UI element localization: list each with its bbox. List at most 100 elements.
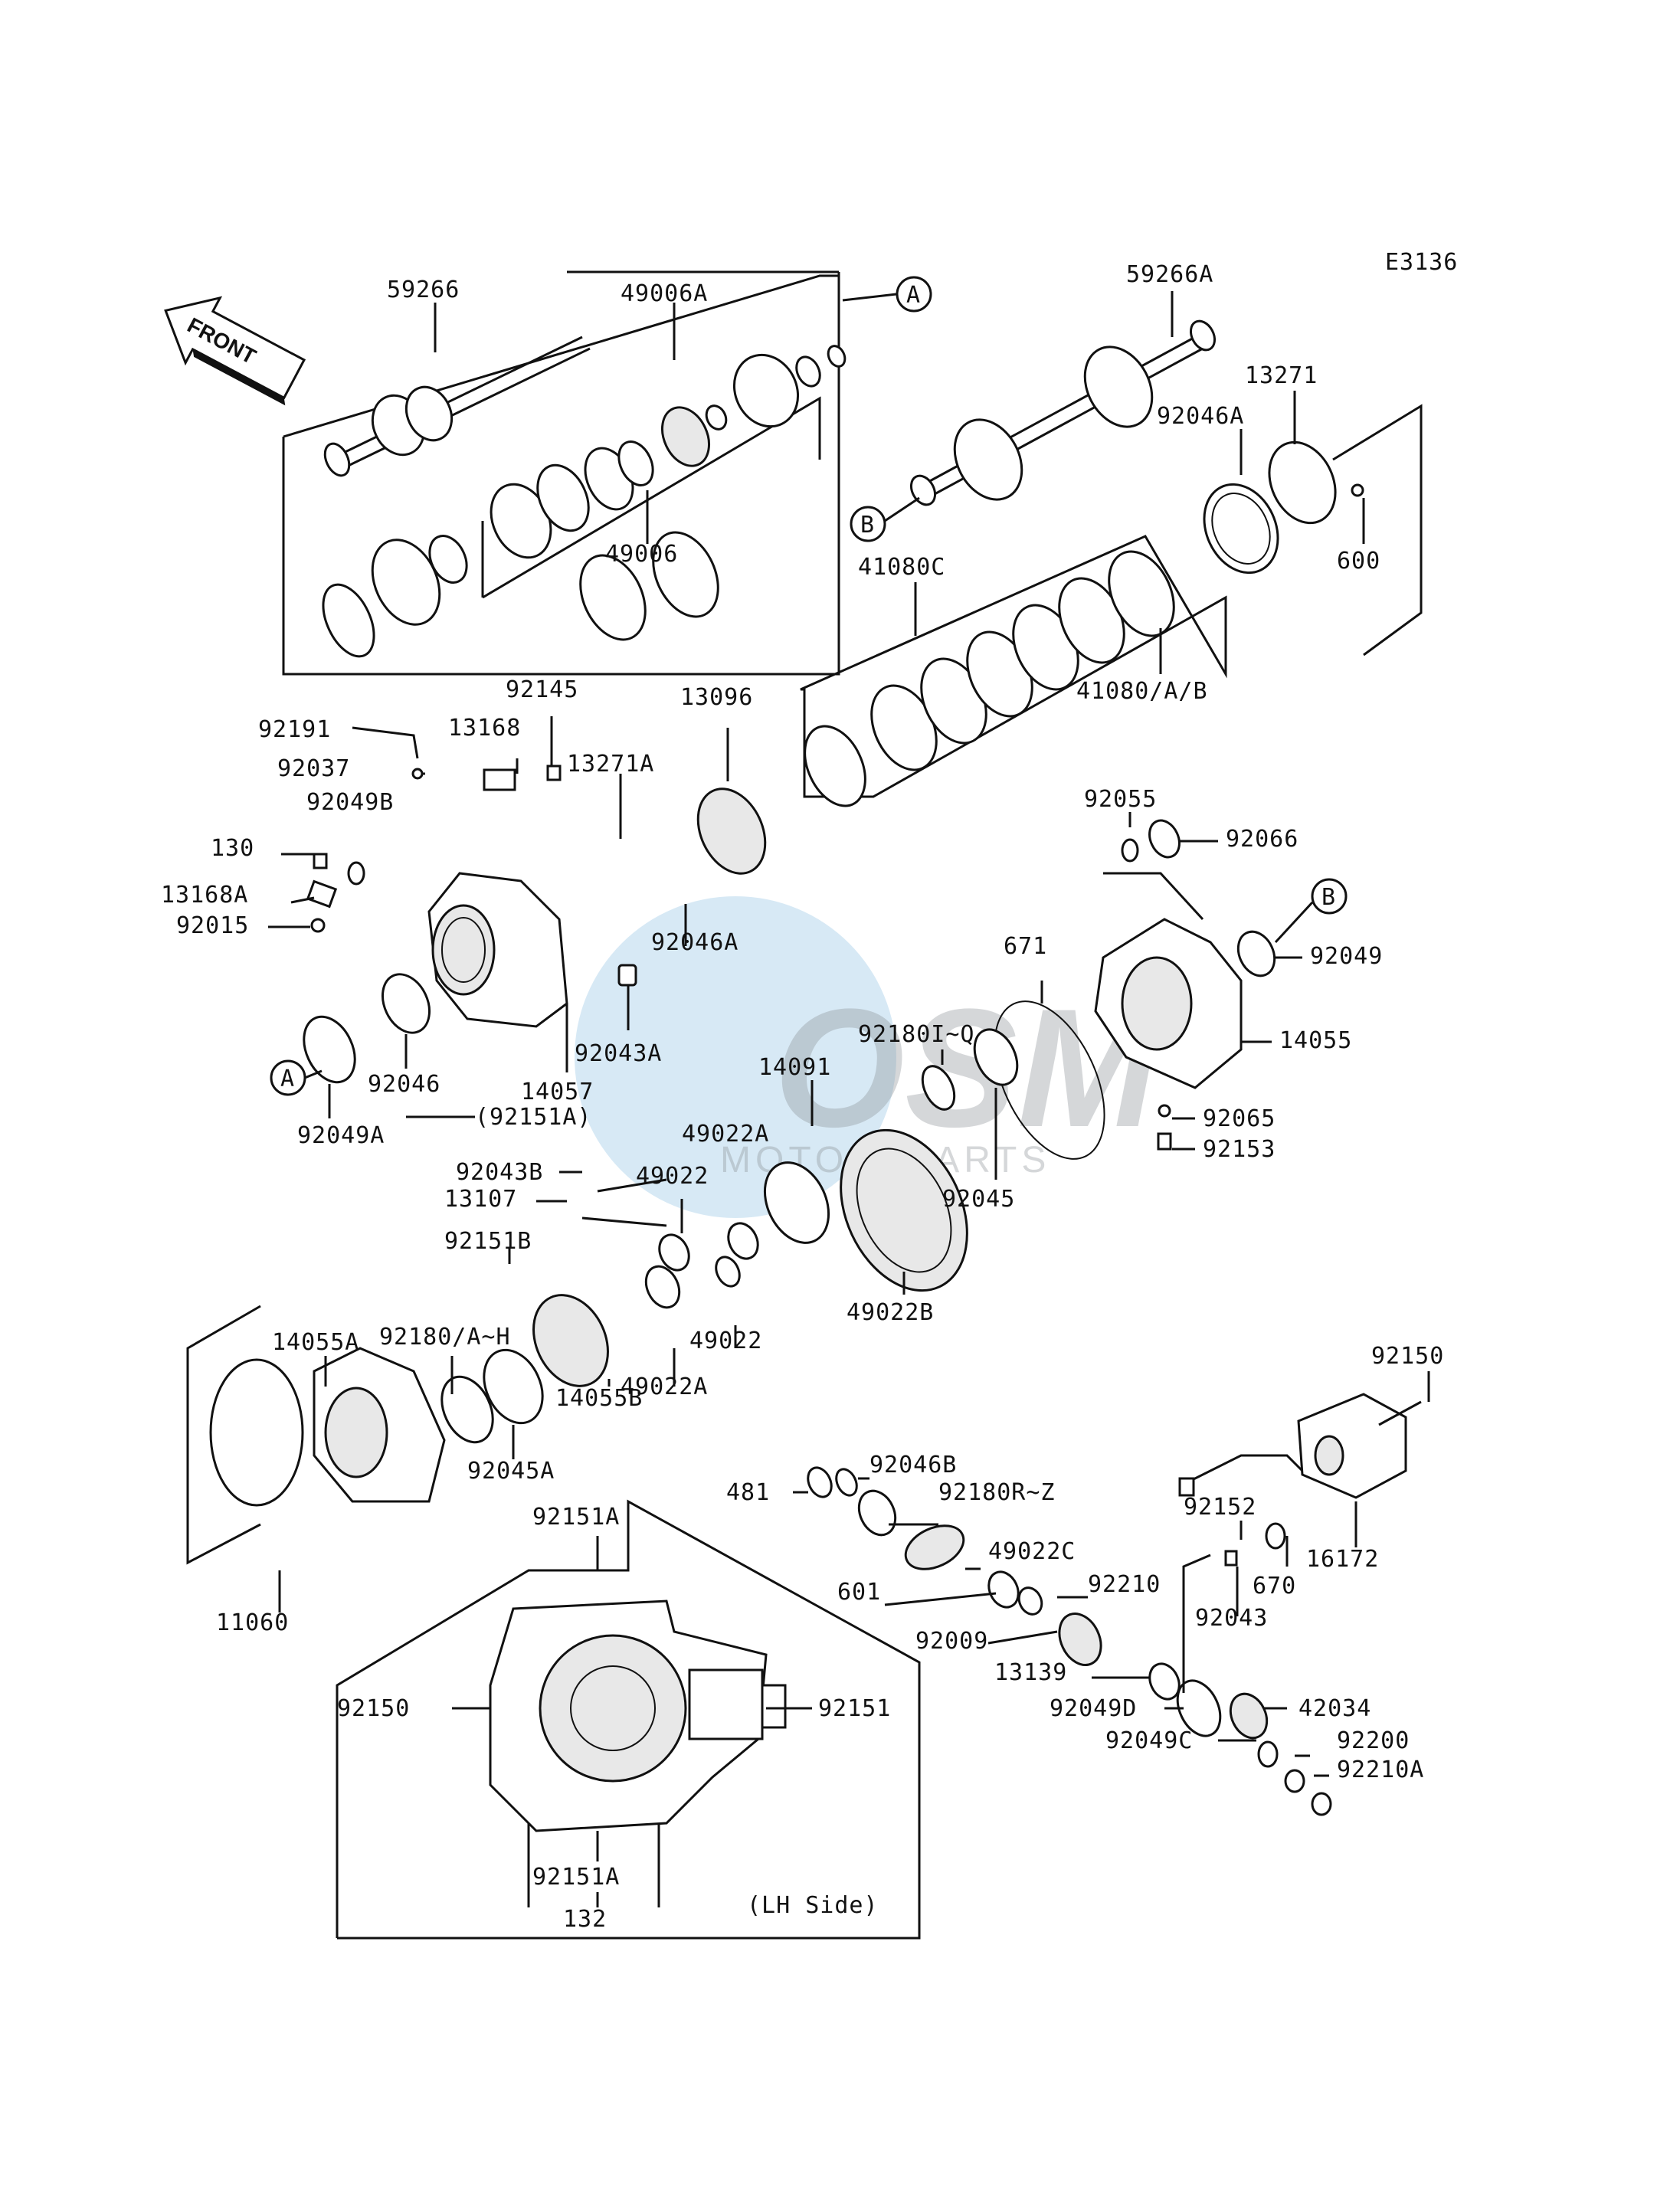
part-label: 92180R~Z bbox=[938, 1479, 1056, 1506]
part-label: 49022A bbox=[682, 1121, 769, 1148]
part-label: 49006A bbox=[621, 280, 708, 307]
ref-circle-B-top: B bbox=[850, 496, 920, 542]
part-label: 59266 bbox=[387, 277, 460, 303]
diagram-code: E3136 bbox=[1385, 249, 1458, 276]
part-label: 13139 bbox=[994, 1659, 1067, 1686]
part-label: 92066 bbox=[1226, 826, 1298, 853]
actuator-16172 bbox=[1178, 1393, 1422, 1567]
svg-text:A: A bbox=[906, 282, 921, 309]
part-label: 92043B bbox=[456, 1159, 543, 1186]
part-label: 92151B bbox=[444, 1228, 532, 1255]
svg-text:A: A bbox=[280, 1066, 295, 1092]
shaft-59266A bbox=[909, 319, 1217, 506]
part-label: 92049C bbox=[1105, 1727, 1193, 1754]
part-label: 92015 bbox=[176, 912, 249, 939]
part-label: 41080C bbox=[858, 554, 945, 581]
part-label: 92145 bbox=[506, 676, 578, 703]
part-label: 92151A bbox=[532, 1864, 620, 1891]
ref-circle-B-right: B bbox=[1274, 878, 1348, 944]
part-label: 92046A bbox=[1157, 403, 1244, 430]
svg-text:B: B bbox=[1321, 884, 1336, 911]
small-parts-left bbox=[306, 726, 562, 933]
part-label: 14055B bbox=[555, 1385, 643, 1412]
part-label: 92150 bbox=[337, 1695, 410, 1722]
part-label: 92009 bbox=[915, 1628, 988, 1655]
part-label: 16172 bbox=[1306, 1546, 1379, 1573]
part-label: 92045 bbox=[942, 1186, 1015, 1213]
ring-parts-right bbox=[1203, 404, 1423, 656]
part-label: 49022A bbox=[621, 1374, 708, 1400]
part-label: 601 bbox=[837, 1579, 881, 1606]
part-label: 13271A bbox=[567, 751, 654, 778]
part-label: 92043A bbox=[575, 1040, 662, 1067]
part-label: 92153 bbox=[1203, 1136, 1276, 1163]
part-label: 49022C bbox=[988, 1538, 1076, 1565]
part-label: 14055 bbox=[1279, 1027, 1352, 1054]
part-label: 13271 bbox=[1245, 362, 1318, 389]
ref-circle-A-top: A bbox=[842, 276, 932, 313]
part-label: 92046 bbox=[368, 1071, 440, 1098]
part-label: 92043 bbox=[1195, 1605, 1268, 1632]
lh-side-view-box bbox=[336, 1499, 921, 1940]
watermark-logo: OSM MOTORSPARTS bbox=[575, 896, 1161, 1218]
part-label: 92037 bbox=[277, 755, 350, 782]
part-label: 49006 bbox=[605, 541, 678, 568]
part-label: 92049D bbox=[1050, 1695, 1137, 1722]
part-label: 49022B bbox=[847, 1299, 934, 1326]
part-label: 92045A bbox=[467, 1458, 555, 1485]
part-label: 13168 bbox=[448, 715, 521, 742]
leader-lines bbox=[268, 291, 1430, 1907]
gear-case-14055A bbox=[186, 1294, 609, 1565]
part-label: 92151 bbox=[818, 1695, 891, 1722]
part-label: 132 bbox=[563, 1906, 607, 1933]
part-label: 92049A bbox=[297, 1122, 385, 1149]
part-label: 92191 bbox=[258, 716, 331, 743]
part-label: 92200 bbox=[1337, 1727, 1410, 1754]
part-label: 49022 bbox=[689, 1328, 762, 1354]
boot-assembly-parts bbox=[322, 345, 847, 658]
axle-kit-box bbox=[282, 270, 840, 676]
clutch-pack-box bbox=[800, 535, 1227, 807]
part-label: 92049 bbox=[1310, 943, 1383, 970]
part-label: 481 bbox=[726, 1479, 770, 1506]
pinion-parts bbox=[807, 1466, 1332, 1816]
part-label: 92151A bbox=[532, 1504, 620, 1531]
part-labels: 59266 49006A 49006 59266A 13271 92046A 6… bbox=[161, 261, 1444, 1933]
part-label: 59266A bbox=[1126, 261, 1213, 288]
gear-case-14057 bbox=[303, 531, 767, 1118]
front-arrow-icon: FRONT bbox=[164, 296, 306, 406]
part-label: 13168A bbox=[161, 882, 248, 909]
part-label: 92152 bbox=[1184, 1494, 1256, 1521]
ref-circle-A-left: A bbox=[270, 1059, 323, 1096]
part-label: 49022 bbox=[636, 1163, 709, 1190]
part-label: 92046A bbox=[651, 929, 738, 956]
part-label: 92055 bbox=[1084, 786, 1157, 813]
part-label: 42034 bbox=[1298, 1695, 1371, 1722]
part-label: 92210A bbox=[1337, 1757, 1424, 1783]
part-label: 671 bbox=[1004, 933, 1047, 960]
part-label: 14055A bbox=[272, 1329, 359, 1356]
part-label: 14057 bbox=[521, 1079, 594, 1105]
view-note: (LH Side) bbox=[747, 1892, 879, 1919]
part-label: 670 bbox=[1253, 1573, 1296, 1599]
part-label: 130 bbox=[211, 835, 254, 862]
part-label: 92150 bbox=[1371, 1343, 1444, 1370]
gear-case-14055 bbox=[994, 819, 1276, 1160]
part-label: 92180/A~H bbox=[379, 1324, 511, 1351]
part-label: 600 bbox=[1337, 548, 1380, 575]
part-label: 92210 bbox=[1088, 1571, 1161, 1598]
part-label: 92049B bbox=[306, 789, 394, 816]
part-label: 11060 bbox=[216, 1609, 289, 1636]
part-label: 92046B bbox=[869, 1452, 957, 1478]
shaft-59266 bbox=[323, 336, 591, 477]
part-label: (92151A) bbox=[475, 1104, 592, 1131]
part-label: 13096 bbox=[680, 684, 753, 711]
svg-text:B: B bbox=[860, 512, 875, 539]
part-label: 92180I~Q bbox=[858, 1021, 975, 1048]
part-label: 13107 bbox=[444, 1186, 517, 1213]
part-label: 92065 bbox=[1203, 1105, 1276, 1132]
differential-parts bbox=[581, 1028, 1019, 1309]
part-label: 14091 bbox=[758, 1054, 831, 1081]
part-label: 41080/A/B bbox=[1076, 678, 1208, 705]
